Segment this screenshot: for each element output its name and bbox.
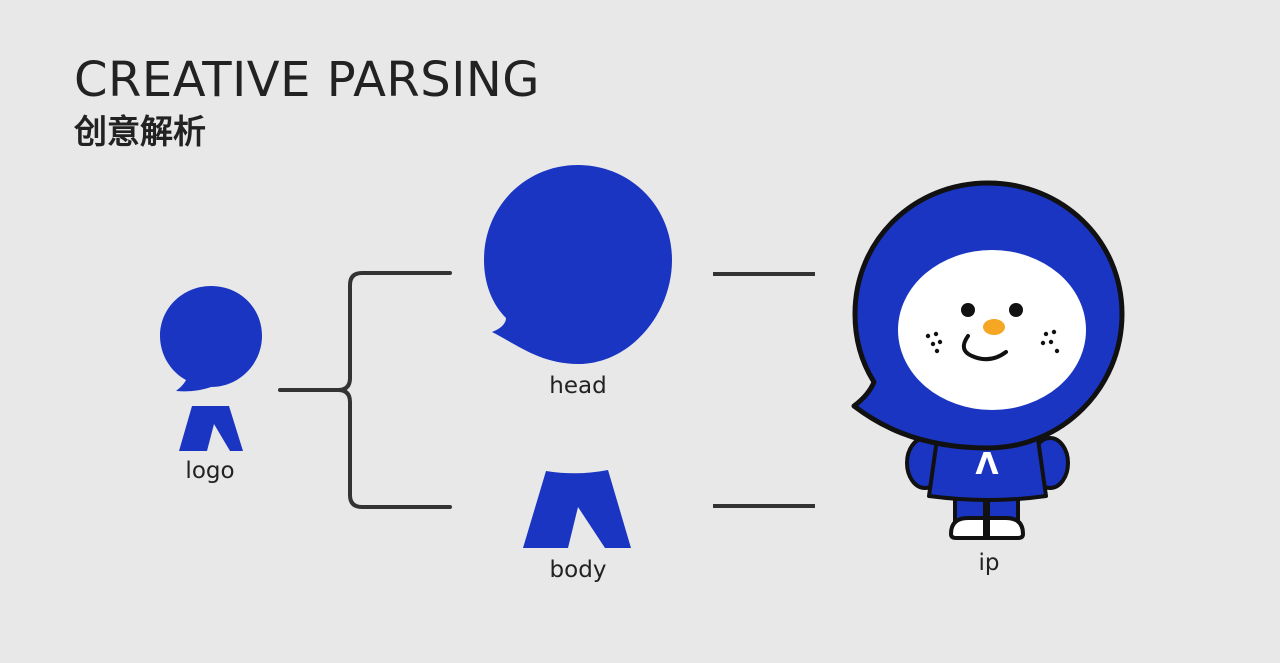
body-label: body <box>549 557 607 583</box>
logo-mark <box>160 286 262 451</box>
body-part-shape <box>523 470 631 548</box>
logo-label: logo <box>185 458 235 484</box>
mascot-left-eye <box>961 303 975 317</box>
mascot-nose <box>983 319 1005 335</box>
mascot-left-foot <box>948 516 987 540</box>
ip-label: ip <box>978 550 1000 576</box>
page-title: CREATIVE PARSING <box>74 52 540 108</box>
logo-body-shape <box>179 406 243 451</box>
split-bracket <box>278 271 452 509</box>
mascot-torso <box>927 430 1048 502</box>
logo-head-shape <box>160 286 262 392</box>
mascot-chest-letter: Λ <box>975 447 999 482</box>
mascot-right-eye <box>1009 303 1023 317</box>
head-part-shape <box>484 165 672 364</box>
mascot-left-freckles <box>925 331 943 354</box>
mascot-right-foot <box>986 516 1026 540</box>
page-subtitle: 创意解析 <box>74 112 206 151</box>
mascot-right-freckles <box>1040 329 1060 354</box>
ip-mascot: Λ <box>851 180 1125 540</box>
head-label: head <box>549 373 607 399</box>
mascot-mouth <box>961 334 1008 362</box>
